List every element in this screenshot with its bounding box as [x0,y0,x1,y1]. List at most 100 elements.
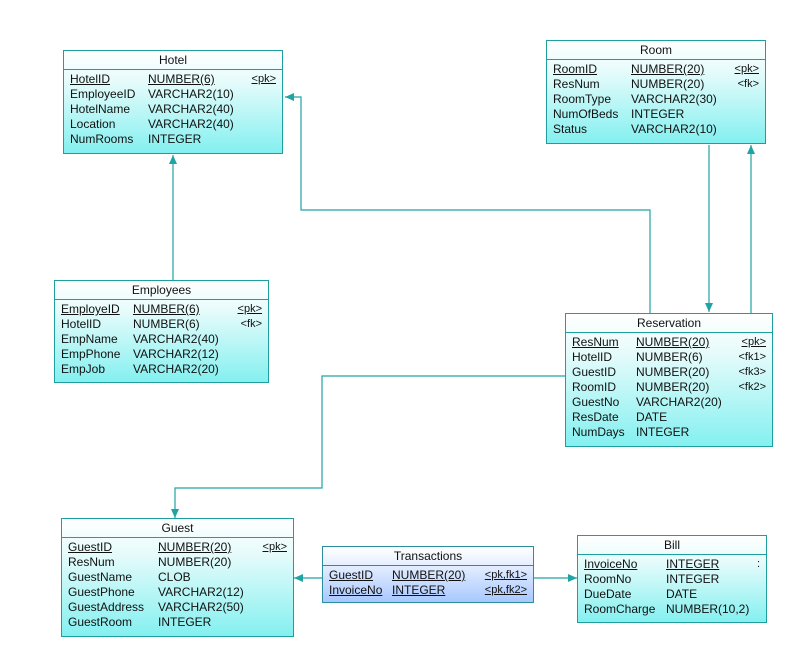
column-key: <fk3> [738,366,766,378]
column-key: <pk> [741,336,766,348]
column-key: <pk> [262,541,287,553]
column-key [248,117,276,132]
column-name: RoomID [553,62,598,76]
column-name: EmpName [61,332,118,346]
column-row[interactable]: GuestID NUMBER(20) <pk> [68,540,287,555]
column-type: DATE [666,587,698,601]
column-row[interactable]: RoomType VARCHAR2(30) [553,92,759,107]
column-key [736,425,766,440]
column-row[interactable]: RoomNo INTEGER [584,572,760,587]
column-row[interactable]: NumRooms INTEGER [70,132,276,147]
column-type: INTEGER [636,425,690,439]
column-key: <pk> [251,73,276,85]
column-key [736,410,766,425]
column-type: INTEGER [148,132,202,146]
column-key [258,615,287,630]
column-name: HotelID [572,350,613,364]
table-title: Room [547,41,765,60]
table-title: Employees [55,281,268,300]
column-name: InvoiceNo [329,583,383,597]
column-key [756,602,760,617]
column-name: GuestNo [572,395,620,409]
column-row[interactable]: EmpName VARCHAR2(40) [61,332,262,347]
column-key: : [756,558,760,570]
column-key [258,570,287,585]
column-name: GuestRoom [68,615,133,629]
column-type: VARCHAR2(20) [133,362,219,376]
column-key: <pk> [237,303,262,315]
column-row[interactable]: RoomCharge NUMBER(10,2) [584,602,760,617]
table-title: Guest [62,519,293,538]
column-name: HotelID [70,72,111,86]
column-name: GuestID [329,568,374,582]
column-type: INTEGER [666,557,720,571]
column-key [258,555,287,570]
column-key [731,92,759,107]
column-name: RoomNo [584,572,632,586]
column-type: NUMBER(20) [158,555,232,569]
column-key: <fk1> [738,351,766,363]
column-type: NUMBER(6) [133,317,200,331]
column-type: INTEGER [666,572,720,586]
column-type: NUMBER(20) [158,540,232,554]
column-name: GuestID [68,540,113,554]
column-key [258,600,287,615]
column-type: NUMBER(6) [636,350,703,364]
column-name: RoomCharge [584,602,656,616]
column-type: NUMBER(10,2) [666,602,750,616]
column-key [248,87,276,102]
column-row[interactable]: HotelID NUMBER(6) <pk> [70,72,276,87]
column-name: NumRooms [70,132,134,146]
column-type: CLOB [158,570,191,584]
column-name: RoomType [553,92,612,106]
column-type: VARCHAR2(30) [631,92,717,106]
column-name: HotelID [61,317,102,331]
column-type: NUMBER(6) [148,72,215,86]
column-type: VARCHAR2(50) [158,600,244,614]
column-name: HotelName [70,102,131,116]
column-type: VARCHAR2(40) [133,332,219,346]
column-key [258,585,287,600]
column-type: NUMBER(20) [636,365,710,379]
column-type: NUMBER(20) [636,380,710,394]
column-type: VARCHAR2(12) [133,347,219,361]
column-row[interactable]: HotelID NUMBER(6) <fk1> [572,350,766,365]
